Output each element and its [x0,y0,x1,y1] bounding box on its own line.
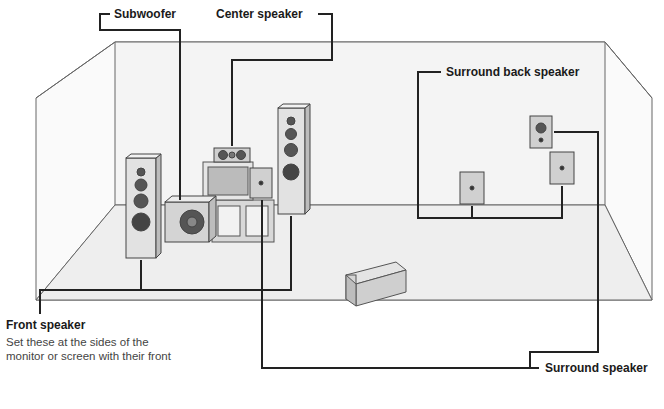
leader-lines [40,14,598,368]
surround-speaker-right [530,116,552,148]
room-outline [36,42,652,300]
part-label: Surround speaker [545,361,648,375]
tv-rack [203,162,274,242]
subwoofer [165,196,216,242]
front-speaker-left [126,154,161,258]
note-text: Set these at the sides of the monitor or… [6,335,184,363]
sofa [346,262,406,306]
part-label: Surround back speaker [446,65,579,79]
part-label: Center speaker [216,7,303,21]
front-speaker-right [278,104,310,214]
part-label: Subwoofer [114,7,176,21]
center-speaker [214,148,250,162]
surround-speaker-left [250,168,272,198]
surround-back-speakers [460,152,574,204]
part-label: Front speaker [6,318,85,332]
